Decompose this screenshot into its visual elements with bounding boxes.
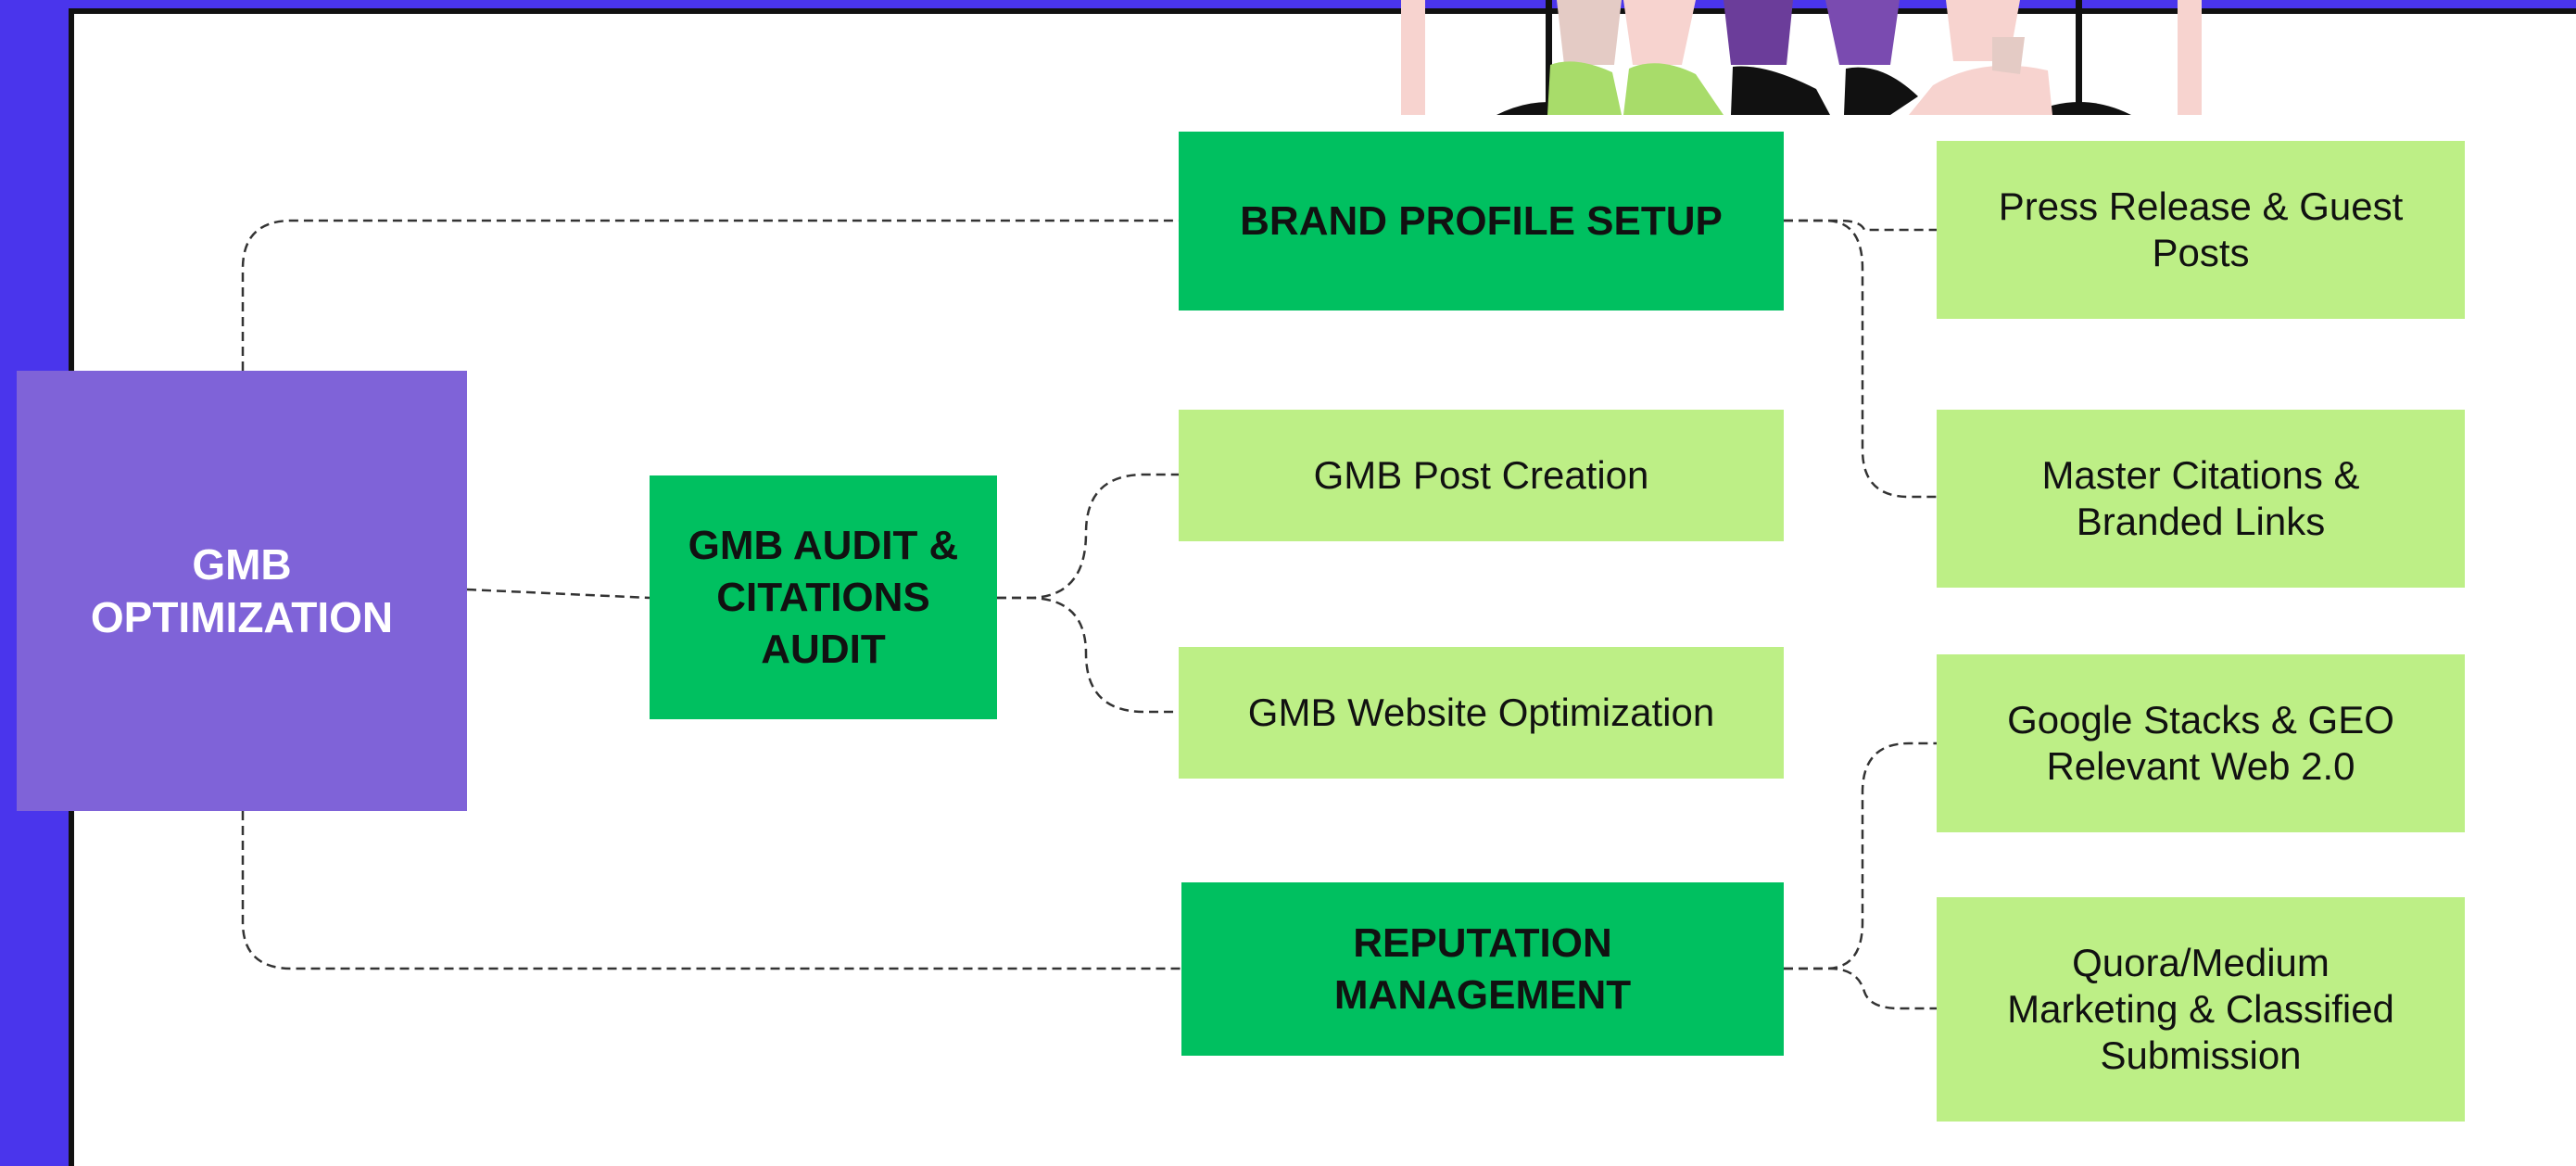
connector-brand-to-press-release xyxy=(1784,219,1937,232)
subitem-google-stacks: Google Stacks & GEO Relevant Web 2.0 xyxy=(1937,654,2465,832)
subitem-gmb-website-optimization: GMB Website Optimization xyxy=(1179,647,1784,779)
category-gmb-audit: GMB AUDIT & CITATIONS AUDIT xyxy=(650,475,997,719)
subitem-label: Master Citations & Branded Links xyxy=(2041,453,2360,543)
category-label: BRAND PROFILE SETUP xyxy=(1240,197,1723,244)
category-brand-profile-setup: BRAND PROFILE SETUP xyxy=(1179,132,1784,311)
subitem-master-citations: Master Citations & Branded Links xyxy=(1937,410,2465,588)
subitem-label: Google Stacks & GEO Relevant Web 2.0 xyxy=(2007,698,2394,788)
connector-brand-to-master-citations xyxy=(1784,219,1937,499)
connector-reputation-to-quora xyxy=(1784,967,1937,1010)
connector-audit-to-website-optimization xyxy=(997,596,1179,714)
people-standing-illustration xyxy=(1401,0,2202,115)
category-label: REPUTATION MANAGEMENT xyxy=(1333,919,1632,1018)
root-label: GMB OPTIMIZATION xyxy=(90,539,394,641)
connector-root-to-reputation xyxy=(241,811,1181,970)
category-label: GMB AUDIT & CITATIONS AUDIT xyxy=(688,522,959,672)
connector-reputation-to-google-stacks xyxy=(1784,741,1937,970)
subitem-label: Quora/Medium Marketing & Classified Subm… xyxy=(2007,941,2394,1077)
subitem-quora-medium: Quora/Medium Marketing & Classified Subm… xyxy=(1937,897,2465,1122)
category-reputation-management: REPUTATION MANAGEMENT xyxy=(1181,882,1784,1056)
subitem-press-release: Press Release & Guest Posts xyxy=(1937,141,2465,319)
root-node: GMB OPTIMIZATION xyxy=(17,371,467,811)
connector-audit-to-post-creation xyxy=(997,473,1179,600)
connector-root-to-audit xyxy=(466,588,650,600)
subitem-label: GMB Post Creation xyxy=(1313,453,1649,497)
subitem-label: Press Release & Guest Posts xyxy=(1998,184,2404,274)
connector-root-to-brand-profile xyxy=(241,219,1179,371)
subitem-gmb-post-creation: GMB Post Creation xyxy=(1179,410,1784,541)
subitem-label: GMB Website Optimization xyxy=(1247,691,1715,734)
